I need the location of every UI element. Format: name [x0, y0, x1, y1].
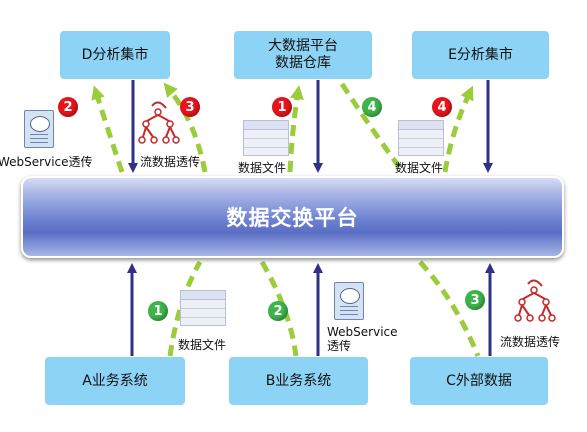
- data-exchange-platform-label: 数据交换平台: [226, 206, 359, 230]
- badge-e-file: 4: [432, 97, 452, 117]
- big-data-platform-box: 大数据平台 数据仓库: [234, 31, 372, 79]
- badge-big-flow: 4: [362, 97, 382, 117]
- data-exchange-platform: 数据交换平台: [21, 176, 564, 258]
- a-business-system-label: A业务系统: [82, 372, 148, 389]
- green-flow-from-c: [418, 260, 481, 357]
- e-analysis-mart-label: E分析集市: [448, 46, 513, 63]
- webservice-passthrough-label-top: WebService透传: [0, 155, 93, 169]
- green-flow-to-e: [442, 85, 474, 173]
- stream-icon-bottom: [514, 279, 556, 322]
- data-file-table-icon: [398, 120, 444, 156]
- webservice-label-line1: WebService: [327, 325, 398, 339]
- stream-passthrough-label-bottom: 流数据透传: [500, 335, 561, 349]
- data-file-table-icon: [243, 120, 289, 156]
- data-file-label-top-center: 数据文件: [238, 161, 287, 175]
- d-analysis-mart-label: D分析集市: [81, 46, 149, 63]
- green-flow-from-a: [167, 260, 203, 357]
- data-file-label-top-right: 数据文件: [395, 161, 444, 175]
- data-file-label-bottom-left: 数据文件: [178, 338, 227, 352]
- badge-d-webservice: 2: [58, 97, 78, 117]
- c-external-data-box: C外部数据: [410, 357, 548, 405]
- d-analysis-mart-box: D分析集市: [60, 31, 170, 79]
- data-file-table-icon: [180, 290, 226, 326]
- stream-icon-top: [138, 101, 180, 144]
- badge-a-file: 1: [148, 301, 168, 321]
- badge-c-stream: 3: [465, 290, 485, 310]
- green-flow-to-big: [287, 85, 304, 173]
- badge-big-file: 1: [272, 97, 292, 117]
- c-external-data-label: C外部数据: [446, 372, 512, 389]
- e-analysis-mart-box: E分析集市: [412, 31, 549, 79]
- webservice-label-line2: 透传: [327, 339, 352, 353]
- green-flow-from-b: [259, 260, 299, 357]
- stream-passthrough-label-top: 流数据透传: [140, 155, 201, 169]
- green-flow-big-to-platform: [339, 82, 403, 170]
- b-business-system-label: B业务系统: [265, 372, 332, 389]
- b-business-system-box: B业务系统: [229, 357, 368, 405]
- badge-d-stream: 3: [180, 97, 200, 117]
- a-business-system-box: A业务系统: [45, 357, 185, 405]
- green-flow-to-d-2: [163, 82, 208, 173]
- data-warehouse-label: 数据仓库: [275, 55, 331, 71]
- big-data-platform-label: 大数据平台: [268, 38, 338, 54]
- badge-b-webservice: 2: [268, 301, 288, 321]
- webservice-passthrough-label-bottom: WebService 透传: [327, 325, 398, 353]
- green-flow-to-d-1: [91, 85, 125, 173]
- webservice-icon: [334, 282, 364, 320]
- webservice-icon: [24, 110, 54, 148]
